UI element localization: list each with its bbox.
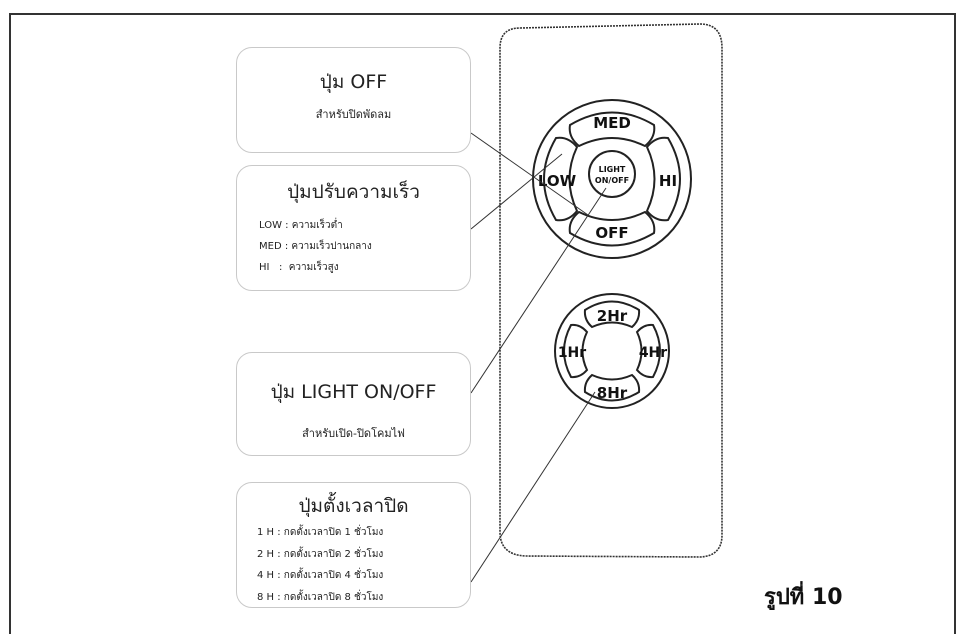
off-button[interactable] <box>568 210 656 247</box>
timer-8hr-label: 8Hr <box>597 384 628 402</box>
callout-speed-line-med: MED : ความเร็วปานกลาง <box>259 241 372 252</box>
timer-4hr-label: 4Hr <box>639 345 667 361</box>
callout-light-title: ปุ่ม LIGHT ON/OFF <box>270 381 437 403</box>
med-label: MED <box>593 114 631 132</box>
callout-timer-line-2h: 2 H : กดตั้งเวลาปิด 2 ชั่วโมง <box>257 548 384 560</box>
timer-1hr-button[interactable] <box>563 323 589 379</box>
callout-timer-line-1h: 1 H : กดตั้งเวลาปิด 1 ชั่วโมง <box>257 527 384 538</box>
leader-line-light <box>470 187 607 394</box>
hi-button[interactable] <box>645 136 681 222</box>
callout-off: ปุ่ม OFF สำหรับปิดพัดลม <box>236 47 471 153</box>
timer-8hr-button[interactable] <box>583 373 641 402</box>
light-button[interactable] <box>588 150 636 198</box>
callout-speed-title: ปุ่มปรับความเร็ว <box>287 181 420 203</box>
figure-label: รูปที่ 10 <box>764 585 843 610</box>
callout-light: ปุ่ม LIGHT ON/OFF สำหรับเปิด-ปิดโคมไฟ <box>236 352 471 456</box>
low-button[interactable] <box>543 136 579 222</box>
speed-pad: MED OFF LOW HI LIGHT ON/OFF <box>532 99 692 259</box>
callout-timer-title: ปุ่มตั้งเวลาปิด <box>298 495 409 517</box>
leader-line-speed <box>470 153 563 230</box>
timer-1hr-label: 1Hr <box>558 345 586 361</box>
figure-frame <box>9 13 956 634</box>
callout-speed-line-hi: HI : ความเร็วสูง <box>259 262 339 273</box>
light-label-line2: ON/OFF <box>595 176 629 185</box>
low-label: LOW <box>538 172 577 190</box>
callout-timer-line-4h: 4 H : กดตั้งเวลาปิด 4 ชั่วโมง <box>257 570 384 581</box>
timer-2hr-button[interactable] <box>583 300 641 329</box>
remote-body <box>499 23 723 558</box>
timer-2hr-label: 2Hr <box>597 307 628 325</box>
timer-4hr-button[interactable] <box>635 323 661 379</box>
hi-label: HI <box>659 172 677 190</box>
callout-light-subtitle: สำหรับเปิด-ปิดโคมไฟ <box>302 427 405 440</box>
callout-timer: ปุ่มตั้งเวลาปิด 1 H : กดตั้งเวลาปิด 1 ชั… <box>236 482 471 608</box>
off-label: OFF <box>595 224 628 242</box>
leader-line-timer <box>470 391 596 583</box>
light-label-line1: LIGHT <box>599 165 626 174</box>
callout-off-title: ปุ่ม OFF <box>319 71 388 93</box>
callout-speed-line-low: LOW : ความเร็วต่ำ <box>259 220 343 231</box>
leader-line-off <box>470 132 589 216</box>
callout-off-subtitle: สำหรับปิดพัดลม <box>315 108 392 121</box>
timer-pad: 2Hr 8Hr 1Hr 4Hr <box>554 293 670 409</box>
callout-speed: ปุ่มปรับความเร็ว LOW : ความเร็วต่ำ MED :… <box>236 165 471 291</box>
callout-timer-line-8h: 8 H : กดตั้งเวลาปิด 8 ชั่วโมง <box>257 591 384 603</box>
med-button[interactable] <box>568 111 656 148</box>
